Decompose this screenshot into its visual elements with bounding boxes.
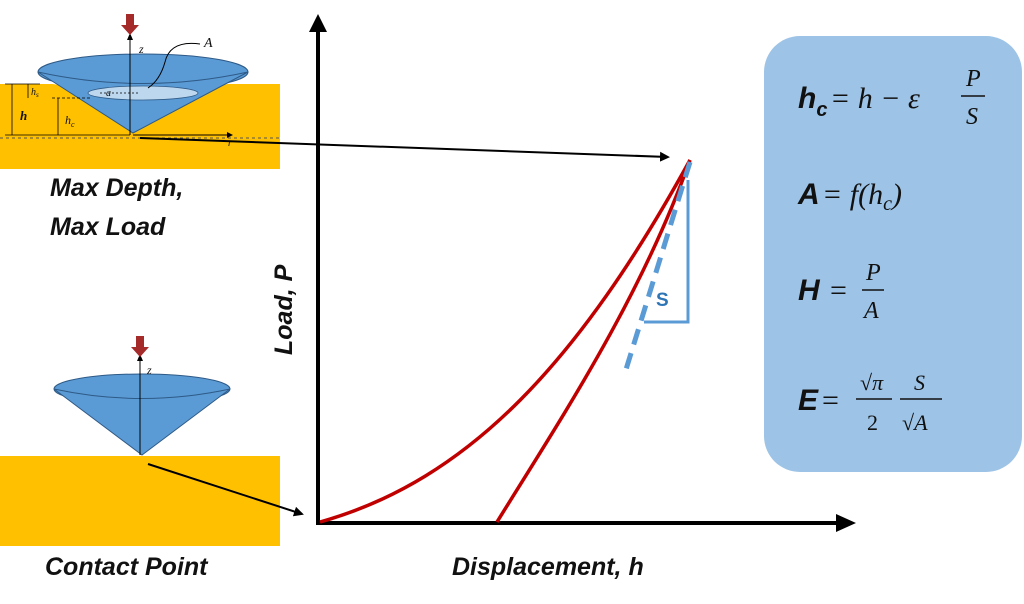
area-leader bbox=[147, 42, 201, 89]
load-arrow-top-head bbox=[121, 25, 139, 35]
load-displacement-plot: Load, P Displacement, h S bbox=[270, 14, 856, 581]
indenter-cone bbox=[37, 71, 249, 134]
unloading-curve bbox=[495, 159, 692, 523]
substrate-bottom bbox=[0, 456, 280, 546]
hardness-equation: H = P A bbox=[798, 260, 884, 324]
radius-a-label: a bbox=[106, 88, 111, 99]
modulus-equation: E = √π 2 S √A bbox=[798, 370, 942, 435]
indenter-bottom-cone bbox=[53, 388, 231, 456]
contact-point-illustration: z Contact Point bbox=[0, 336, 280, 581]
svg-text:E: E bbox=[798, 384, 819, 417]
z-label-top: z bbox=[138, 42, 144, 56]
svg-text:S: S bbox=[966, 104, 978, 130]
y-axis-label: Load, P bbox=[270, 264, 298, 355]
svg-text:= f(hc): = f(hc) bbox=[822, 178, 902, 215]
hc-label: hc bbox=[65, 113, 75, 129]
slope-triangle bbox=[644, 180, 690, 324]
r-label-top: r bbox=[228, 138, 232, 149]
svg-text:=: = bbox=[822, 384, 839, 417]
max-depth-illustration: z A a h hs hc r Max Depth, Max Load bbox=[0, 14, 280, 241]
svg-text:A: A bbox=[862, 298, 879, 324]
svg-text:A: A bbox=[797, 178, 820, 211]
hc-equation: hc = h − ε P S bbox=[798, 66, 985, 130]
area-label: A bbox=[203, 36, 213, 51]
load-arrow-bottom-shaft bbox=[136, 336, 144, 348]
equations-panel: hc = h − ε P S A = f(hc) H = P A E = √π … bbox=[764, 36, 1022, 472]
svg-text:S: S bbox=[914, 370, 925, 395]
load-arrow-bottom-head bbox=[131, 347, 149, 357]
contact-area-ellipse bbox=[87, 85, 199, 101]
slope-label: S bbox=[656, 290, 669, 311]
svg-text:=: = bbox=[830, 274, 847, 307]
max-depth-label-line2: Max Load bbox=[50, 213, 166, 241]
svg-text:= h − ε: = h − ε bbox=[830, 82, 920, 115]
svg-text:H: H bbox=[798, 274, 821, 307]
loading-curve bbox=[319, 159, 692, 524]
hs-label: hs bbox=[31, 87, 39, 99]
svg-text:P: P bbox=[865, 260, 881, 286]
svg-text:2: 2 bbox=[867, 410, 878, 435]
slope-tangent-line bbox=[621, 161, 693, 377]
h-label: h bbox=[20, 108, 27, 123]
svg-text:√π: √π bbox=[860, 370, 884, 395]
x-axis-label: Displacement, h bbox=[452, 553, 644, 581]
area-equation: A = f(hc) bbox=[797, 178, 902, 215]
contact-point-connector-arrow bbox=[147, 463, 304, 517]
max-load-connector-arrow bbox=[139, 137, 670, 162]
equations-panel-box bbox=[764, 36, 1022, 472]
max-depth-label-line1: Max Depth, bbox=[50, 174, 183, 202]
contact-point-label: Contact Point bbox=[45, 553, 209, 581]
svg-text:hc: hc bbox=[798, 82, 827, 121]
load-arrow-top-shaft bbox=[126, 14, 134, 26]
svg-text:P: P bbox=[965, 66, 981, 92]
svg-text:√A: √A bbox=[902, 410, 928, 435]
z-label-bottom: z bbox=[146, 363, 152, 377]
